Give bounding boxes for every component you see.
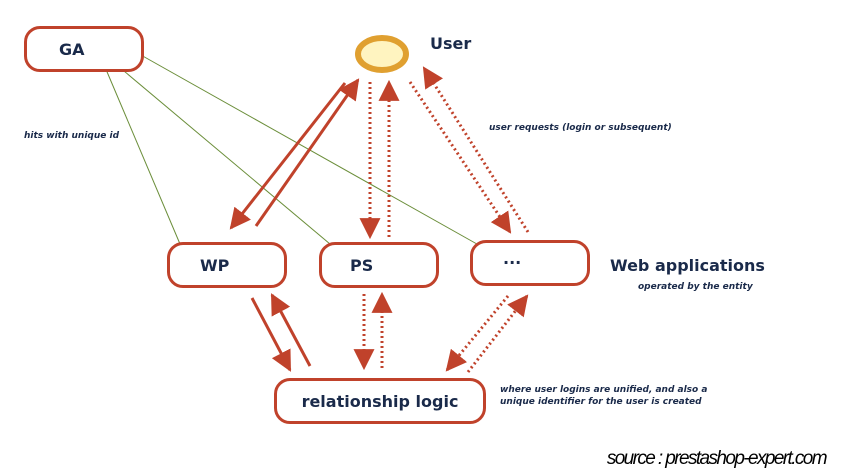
wp-label: WP bbox=[200, 255, 230, 275]
ps-label: PS bbox=[350, 255, 374, 275]
hits-label: hits with unique id bbox=[24, 131, 120, 141]
user-to-wp-arrow bbox=[229, 82, 347, 230]
wp-node: WP bbox=[167, 242, 287, 288]
unified-logins-note: where user logins are unified, and also … bbox=[500, 385, 708, 407]
other-app-label: ... bbox=[503, 249, 522, 268]
source-credit: source : prestashop-expert.com bbox=[606, 448, 828, 469]
user-to-other-arrow bbox=[408, 81, 512, 234]
wp-to-ga-arrow bbox=[102, 60, 181, 245]
relationship-logic-node: relationship logic bbox=[274, 378, 486, 424]
wp-to-user-arrow bbox=[254, 78, 360, 227]
other-to-logic-arrow bbox=[445, 295, 510, 372]
user-node bbox=[355, 35, 409, 73]
user-requests-label: user requests (login or subsequent) bbox=[489, 123, 672, 133]
wp-to-logic-arrow bbox=[250, 297, 292, 372]
logic-to-wp-arrow bbox=[270, 293, 312, 367]
ps-to-ga-arrow bbox=[118, 66, 331, 245]
user-label: User bbox=[430, 34, 472, 53]
ga-label: GA bbox=[59, 39, 85, 59]
logic-to-other-arrow bbox=[466, 294, 529, 373]
ga-node: GA bbox=[24, 26, 144, 72]
web-applications-label: Web applications bbox=[610, 256, 765, 275]
ps-node: PS bbox=[319, 242, 439, 288]
operated-by-label: operated by the entity bbox=[638, 282, 753, 292]
relationship-logic-label: relationship logic bbox=[301, 391, 459, 411]
other-app-node: ... bbox=[470, 240, 590, 286]
other-to-user-arrow bbox=[422, 66, 530, 233]
